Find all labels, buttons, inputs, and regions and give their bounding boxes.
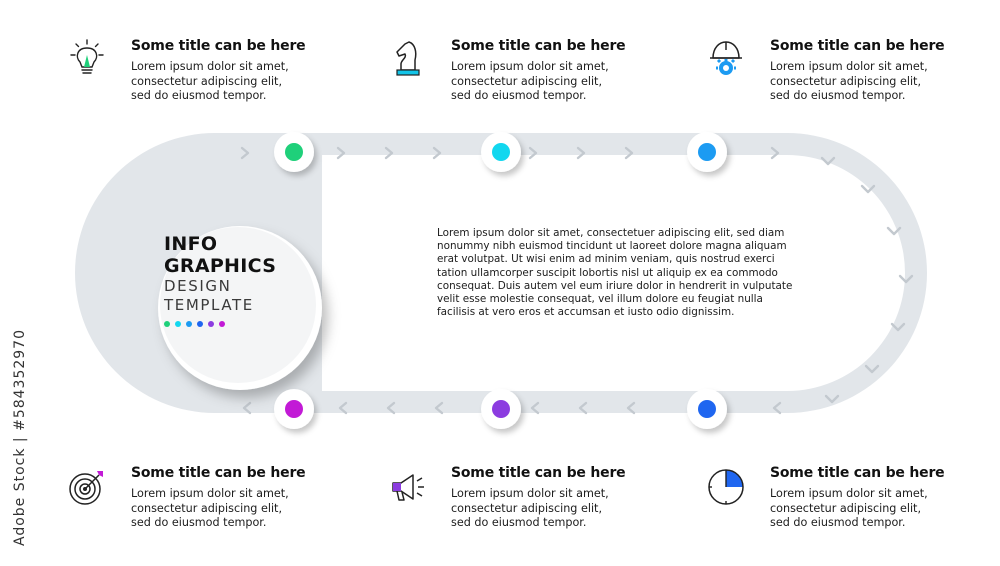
step-body: Lorem ipsum dolor sit amet, consectetur … (451, 487, 609, 530)
chevron-right-icon (384, 146, 394, 160)
chevron-right-icon (528, 146, 538, 160)
chevron-down-icon (824, 394, 840, 404)
chevrons-bottom (242, 401, 782, 415)
color-dot (186, 321, 192, 327)
megaphone-icon (392, 474, 424, 501)
step-3: Some title can be here Lorem ipsum dolor… (710, 38, 960, 104)
chevron-right-icon (432, 146, 442, 160)
chevron-right-icon (624, 146, 634, 160)
milestone-node-1 (274, 132, 314, 172)
color-dot (219, 321, 225, 327)
step-title: Some title can be here (451, 38, 626, 54)
color-dot (197, 321, 203, 327)
milestone-node-6 (687, 389, 727, 429)
step-body: Lorem ipsum dolor sit amet, consectetur … (451, 60, 609, 103)
chevron-down-icon (864, 364, 880, 374)
step-body: Lorem ipsum dolor sit amet, consectetur … (770, 487, 928, 530)
title-circle-inner (160, 227, 316, 383)
chevron-right-icon (336, 146, 346, 160)
chevron-down-icon (860, 184, 876, 194)
chevrons-right-arc (820, 156, 914, 404)
chevron-right-icon (770, 146, 780, 160)
milestone-node-5 (481, 389, 521, 429)
center-paragraph: Lorem ipsum dolor sit amet, consectetuer… (437, 227, 793, 319)
step-title: Some title can be here (131, 38, 306, 54)
chevron-down-icon (890, 322, 906, 332)
chevron-left-icon (626, 401, 636, 415)
step-6: Some title can be here Lorem ipsum dolor… (708, 465, 960, 531)
title-line-4: TEMPLATE (164, 296, 254, 314)
chevron-left-icon (772, 401, 782, 415)
chevron-right-icon (240, 146, 250, 160)
clock-timer-icon (708, 469, 744, 505)
milestone-node-4 (274, 389, 314, 429)
title-line-3: DESIGN (164, 277, 232, 295)
title-block: INFO GRAPHICS DESIGN TEMPLATE (164, 233, 276, 327)
chevron-down-icon (886, 226, 902, 236)
milestone-node-3 (687, 132, 727, 172)
milestone-node-2 (481, 132, 521, 172)
light-bulb-icon (70, 39, 104, 74)
engineer-helmet-icon (710, 41, 742, 75)
step-2: Some title can be here Lorem ipsum dolor… (396, 38, 641, 104)
chess-knight-icon (396, 41, 420, 76)
step-title: Some title can be here (770, 465, 945, 481)
chevron-left-icon (578, 401, 588, 415)
step-body: Lorem ipsum dolor sit amet, consectetur … (131, 60, 289, 103)
chevrons-top (240, 146, 780, 160)
chevron-left-icon (386, 401, 396, 415)
step-4: Some title can be here Lorem ipsum dolor… (69, 465, 321, 531)
target-arrow-icon (69, 471, 103, 505)
color-dot (164, 321, 170, 327)
color-dot (175, 321, 181, 327)
step-5: Some title can be here Lorem ipsum dolor… (392, 465, 641, 531)
chevron-left-icon (530, 401, 540, 415)
stock-watermark: Adobe Stock | #584352970 (12, 329, 28, 546)
step-body: Lorem ipsum dolor sit amet, consectetur … (131, 487, 289, 530)
title-line-1: INFO (164, 233, 218, 255)
color-dot (208, 321, 214, 327)
step-title: Some title can be here (451, 465, 626, 481)
title-line-2: GRAPHICS (164, 255, 277, 277)
title-color-dots (164, 321, 276, 327)
step-title: Some title can be here (770, 38, 945, 54)
chevron-right-icon (576, 146, 586, 160)
step-body: Lorem ipsum dolor sit amet, consectetur … (770, 60, 928, 103)
step-1: Some title can be here Lorem ipsum dolor… (70, 38, 321, 104)
chevron-down-icon (820, 156, 836, 166)
chevron-left-icon (242, 401, 252, 415)
chevron-left-icon (338, 401, 348, 415)
chevron-down-icon (898, 274, 914, 284)
step-title: Some title can be here (131, 465, 306, 481)
chevron-left-icon (434, 401, 444, 415)
